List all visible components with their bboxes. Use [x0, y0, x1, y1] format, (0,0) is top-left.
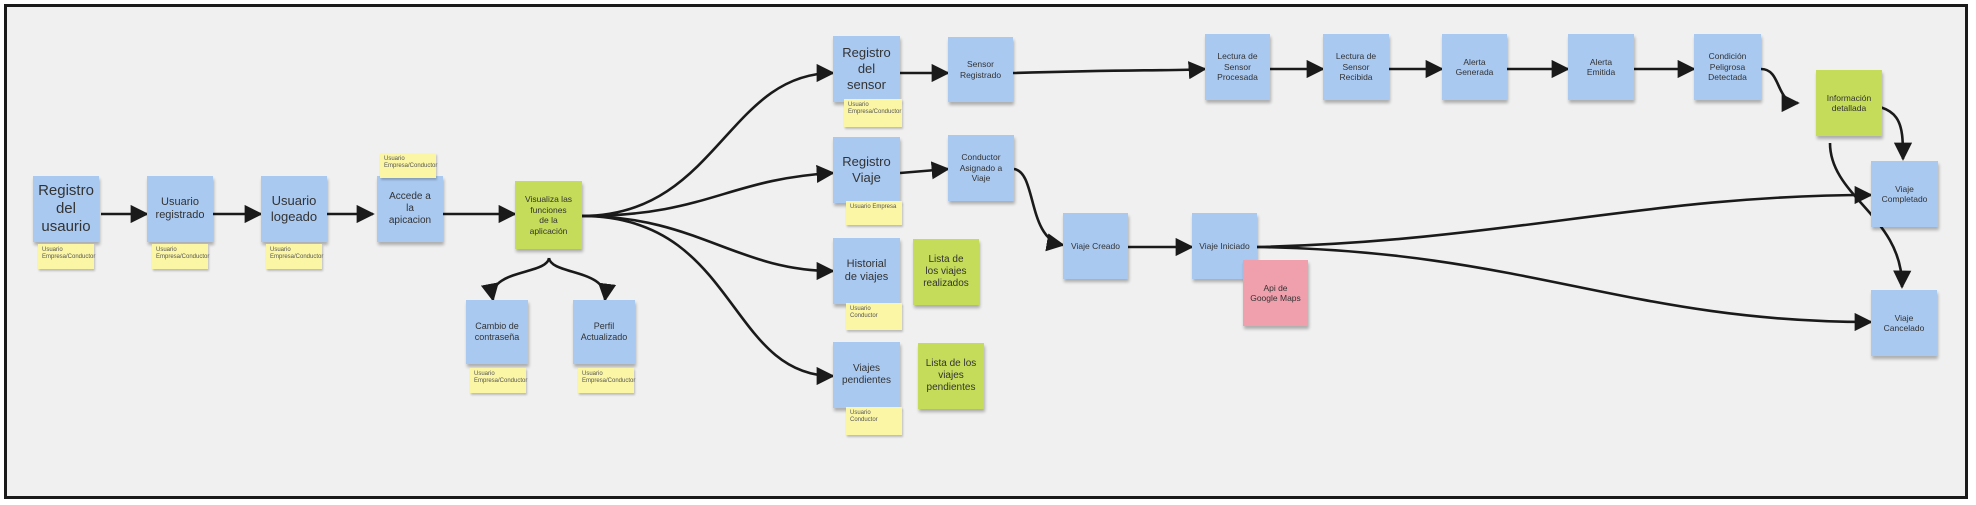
- note-lectura-procesada[interactable]: Lectura de Sensor Procesada: [1205, 34, 1270, 100]
- arrow-visualiza-to-registro-viaje: [581, 164, 835, 218]
- note-lista-viajes-realizados[interactable]: Lista de los viajes realizados: [913, 239, 979, 305]
- arrow-visualiza-to-perfil: [547, 257, 617, 302]
- actor-tag-registro-usuario: Usuario Empresa/Conductor: [38, 244, 95, 269]
- note-registro-usuario[interactable]: Registro del usaurio: [33, 176, 99, 242]
- note-api-google-maps[interactable]: Api de Google Maps: [1243, 260, 1308, 326]
- note-viajes-pendientes[interactable]: Viajes pendientes: [833, 342, 900, 408]
- arrow-viaje-iniciado-to-viaje-cancelado: [1256, 245, 1873, 332]
- note-visualiza-funciones[interactable]: Visualiza las funciones de la aplicación: [515, 181, 582, 249]
- note-condicion-peligrosa[interactable]: Condición Peligrosa Detectada: [1694, 34, 1761, 100]
- arrow-informacion-to-viaje-cancelado: [1828, 142, 1912, 289]
- arrow-visualiza-to-historial: [581, 214, 835, 281]
- actor-tag-viajes-pendientes: Usuario Conductor: [846, 407, 902, 435]
- actor-tag-registro-sensor: Usuario Empresa/Conductor: [844, 99, 902, 127]
- note-perfil-actualizado[interactable]: Perfil Actualizado: [573, 300, 635, 364]
- note-viaje-cancelado[interactable]: Viaje Cancelado: [1871, 290, 1937, 356]
- actor-tag-historial-viajes: Usuario Conductor: [846, 303, 902, 330]
- arrow-sensor-registrado-to-lectura-procesada: [1012, 61, 1207, 80]
- arrow-layer: [101, 59, 1913, 386]
- actor-tag-accede-aplicacion: Usuario Empresa/Conductor: [380, 153, 437, 178]
- arrow-visualiza-to-viajes-pendientes: [581, 214, 835, 386]
- arrow-visualiza-to-cambio-contrasena: [480, 257, 551, 302]
- board-canvas: Registro del usaurio Usuario registrado …: [4, 4, 1968, 499]
- arrow-conductor-asignado-to-viaje-creado: [1013, 167, 1065, 252]
- note-alerta-generada[interactable]: Alerta Generada: [1442, 34, 1507, 100]
- arrow-condicion-peligrosa-to-informacion: [1760, 67, 1800, 113]
- note-cambio-contrasena[interactable]: Cambio de contraseña: [466, 300, 528, 364]
- actor-tag-usuario-registrado: Usuario Empresa/Conductor: [152, 244, 209, 269]
- note-usuario-registrado[interactable]: Usuario registrado: [147, 176, 213, 242]
- arrow-visualiza-to-registro-sensor: [581, 63, 835, 218]
- note-sensor-registrado[interactable]: Sensor Registrado: [948, 37, 1013, 102]
- note-usuario-logeado[interactable]: Usuario logeado: [261, 176, 327, 242]
- note-alerta-emitida[interactable]: Alerta Emitida: [1568, 34, 1634, 100]
- note-registro-viaje[interactable]: Registro Viaje: [833, 137, 900, 203]
- note-historial-viajes[interactable]: Historial de viajes: [833, 238, 900, 304]
- actor-tag-usuario-logeado: Usuario Empresa/Conductor: [266, 244, 323, 269]
- note-conductor-asignado[interactable]: Conductor Asignado a Viaje: [948, 135, 1014, 201]
- arrow-viaje-iniciado-to-viaje-completado: [1256, 185, 1873, 249]
- actor-tag-registro-viaje: Usuario Empresa: [846, 201, 902, 225]
- arrow-registro-viaje-to-conductor-asignado: [899, 161, 950, 180]
- actor-tag-perfil-actualizado: Usuario Empresa/Conductor: [578, 368, 635, 393]
- note-viaje-creado[interactable]: Viaje Creado: [1063, 213, 1128, 279]
- note-lista-viajes-pendientes[interactable]: Lista de los viajes pendientes: [918, 343, 984, 409]
- note-accede-aplicacion[interactable]: Accede a la apicacion: [377, 176, 443, 242]
- note-registro-sensor[interactable]: Registro del sensor: [833, 36, 900, 102]
- note-informacion-detallada[interactable]: Información detallada: [1816, 70, 1882, 136]
- actor-tag-cambio-contrasena: Usuario Empresa/Conductor: [470, 368, 527, 393]
- note-viaje-completado[interactable]: Viaje Completado: [1871, 161, 1938, 227]
- note-lectura-recibida[interactable]: Lectura de Sensor Recibida: [1323, 34, 1389, 100]
